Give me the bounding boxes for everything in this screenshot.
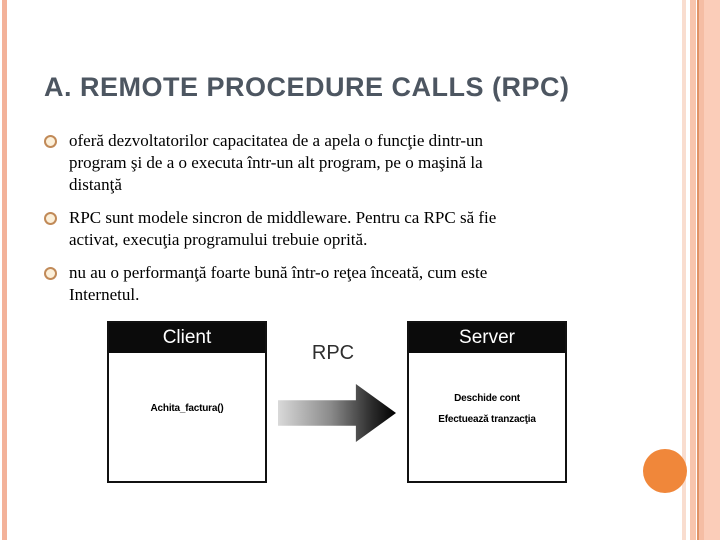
decorative-circle <box>643 449 687 493</box>
client-box: Client Achita_factura() <box>107 321 267 483</box>
server-box-body: Deschide cont Efectuează tranzacţia <box>409 393 565 519</box>
server-action-label: Deschide cont <box>454 393 520 404</box>
right-stripe-pale <box>682 0 686 540</box>
bullet-circle-icon <box>44 267 57 280</box>
bullet-item: nu au o performanţă foarte bună într-o r… <box>44 262 634 306</box>
bullet-circle-icon <box>44 212 57 225</box>
client-box-header: Client <box>109 323 265 353</box>
client-call-label: Achita_factura() <box>150 403 224 414</box>
bullet-list: oferă dezvoltatorilor capacitatea de a a… <box>44 130 634 317</box>
right-stripe-medium <box>699 0 704 540</box>
server-box-header: Server <box>409 323 565 353</box>
bullet-item: RPC sunt modele sincron de middleware. P… <box>44 207 634 251</box>
client-box-body: Achita_factura() <box>109 403 265 529</box>
slide-title: A. REMOTE PROCEDURE CALLS (RPC) <box>44 72 570 102</box>
right-stripe-dark-line <box>697 0 699 540</box>
right-stripe-band <box>704 0 720 540</box>
bullet-text: oferă dezvoltatorilor capacitatea de a a… <box>69 131 484 194</box>
rpc-arrow-label: RPC <box>311 342 355 364</box>
right-stripe-peach <box>690 0 696 540</box>
bullet-text: RPC sunt modele sincron de middleware. P… <box>69 208 497 249</box>
bullet-circle-icon <box>44 135 57 148</box>
server-action-label: Efectuează tranzacţia <box>438 414 536 425</box>
bullet-text: nu au o performanţă foarte bună într-o r… <box>69 263 488 304</box>
rpc-arrow-icon <box>278 384 396 442</box>
server-box: Server Deschide cont Efectuează tranzacţ… <box>407 321 567 483</box>
bullet-item: oferă dezvoltatorilor capacitatea de a a… <box>44 130 634 196</box>
left-accent-stripe <box>2 0 7 540</box>
